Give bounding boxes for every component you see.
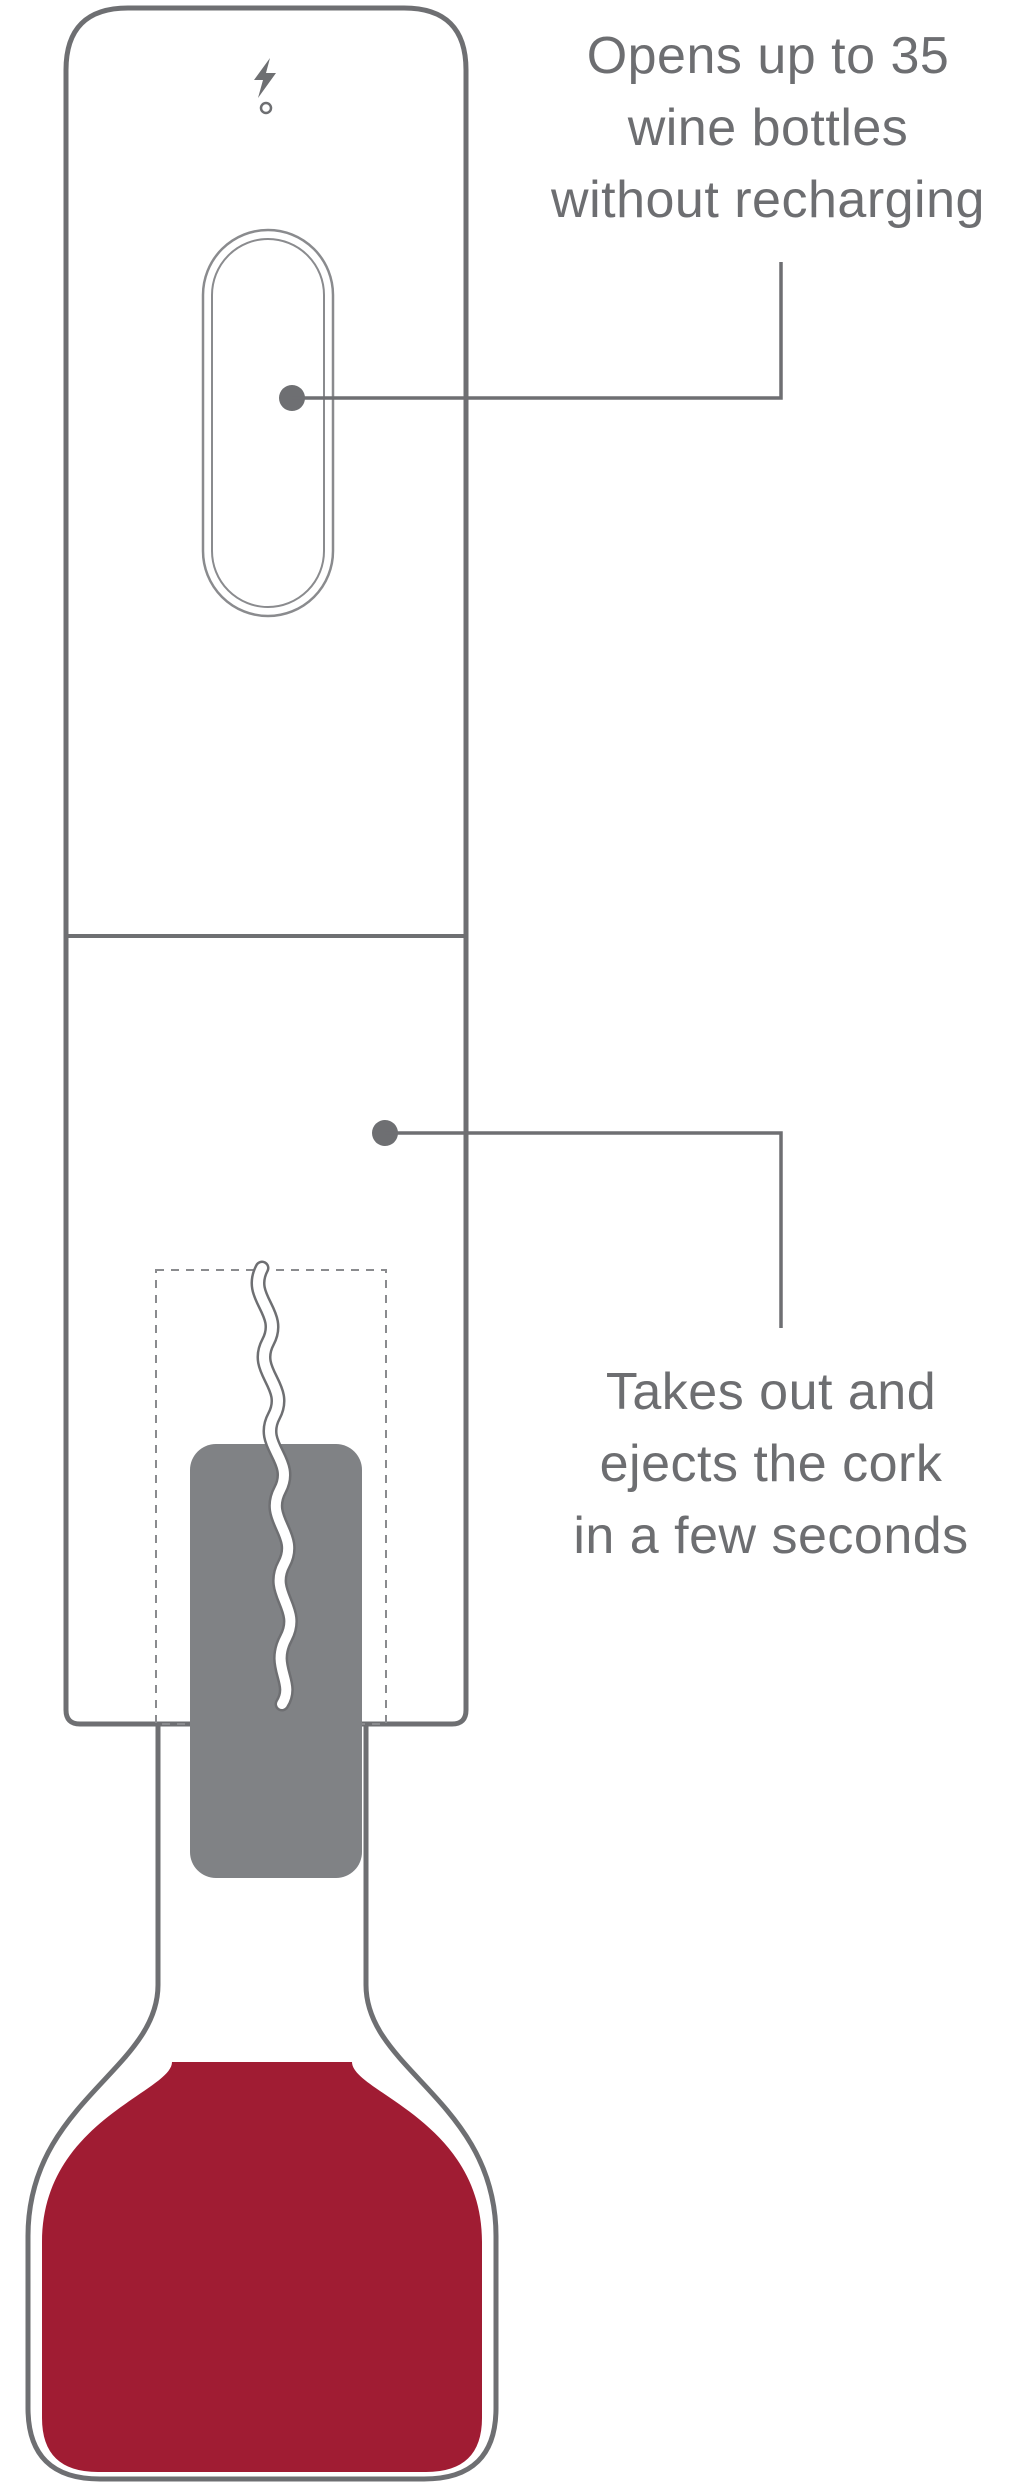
lightning-bolt-icon [254, 58, 276, 98]
annotation-battery-text: Opens up to 35 wine bottles without rech… [551, 27, 985, 229]
callout-line-cork [385, 1131, 783, 1328]
power-button-inner-outline [211, 238, 325, 608]
corkscrew-spiral [253, 1263, 296, 1709]
annotation-cork-text: Takes out and ejects the cork in a few s… [573, 1363, 969, 1565]
device-body [63, 5, 469, 1727]
indicator-light-icon [259, 101, 273, 115]
wine-fill [42, 2062, 482, 2472]
callout-line-battery [292, 262, 783, 400]
power-button-outline [201, 228, 335, 618]
